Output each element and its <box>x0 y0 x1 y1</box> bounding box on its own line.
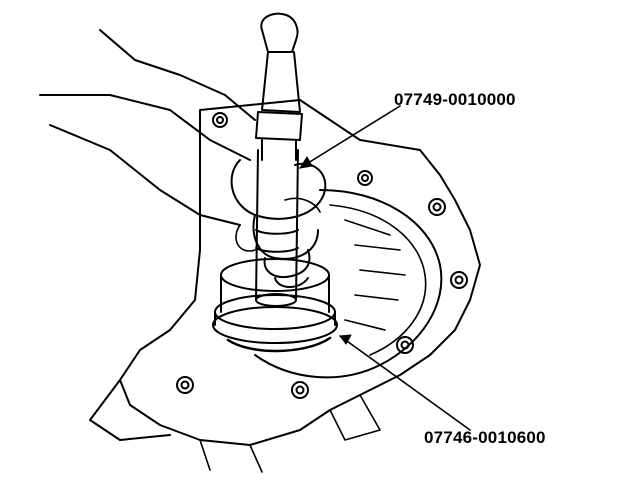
hand-and-forearm <box>39 29 327 288</box>
leader-arrow-installer-attachment <box>339 334 352 345</box>
hammer <box>255 12 303 161</box>
callout-driver-handle: 07749-0010000 <box>394 90 516 109</box>
leader-line-driver-handle <box>299 105 401 169</box>
transmission-housing <box>89 99 481 473</box>
leader-arrow-driver-handle <box>299 156 313 169</box>
callout-installer-attachment: 07746-0010600 <box>424 428 546 447</box>
leader-line-installer-attachment <box>339 335 471 431</box>
